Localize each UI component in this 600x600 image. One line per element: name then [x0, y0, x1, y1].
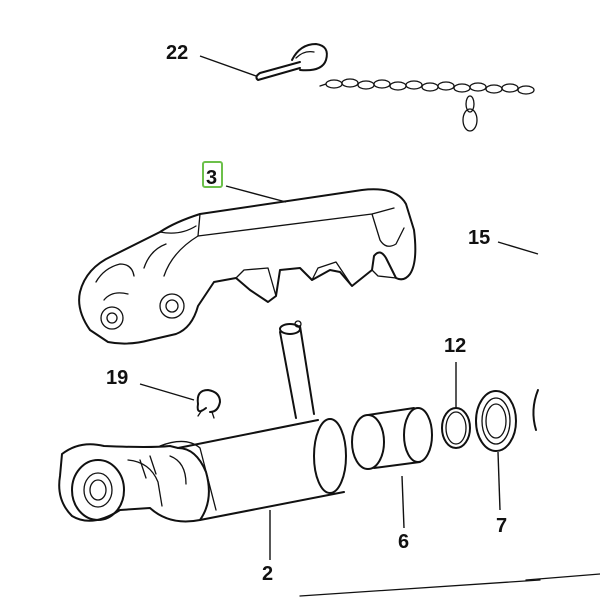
part-12-o-ring[interactable]	[441, 407, 471, 449]
part-3-hook-bracket[interactable]	[78, 188, 417, 345]
callout-3-highlight	[202, 161, 223, 188]
part-2-top-link-body[interactable]	[58, 320, 347, 523]
callout-19[interactable]: 19	[106, 367, 128, 389]
callout-labels: 22 3 15 12 19 6 7 2	[106, 42, 507, 585]
callout-7[interactable]: 7	[496, 515, 507, 537]
callout-12[interactable]: 12	[444, 335, 466, 357]
part-15-edge[interactable]	[299, 389, 600, 597]
part-22-pin-and-chain[interactable]	[255, 43, 535, 132]
callout-6[interactable]: 6	[398, 531, 409, 553]
callout-3[interactable]: 3	[206, 167, 217, 189]
callout-2[interactable]: 2	[262, 563, 273, 585]
callout-22[interactable]: 22	[166, 42, 188, 64]
callout-15[interactable]: 15	[468, 227, 490, 249]
part-7-seal[interactable]	[475, 390, 517, 452]
part-6-sleeve[interactable]	[351, 407, 433, 470]
leader-lines	[139, 55, 539, 560]
part-19-circlip[interactable]	[196, 389, 221, 419]
